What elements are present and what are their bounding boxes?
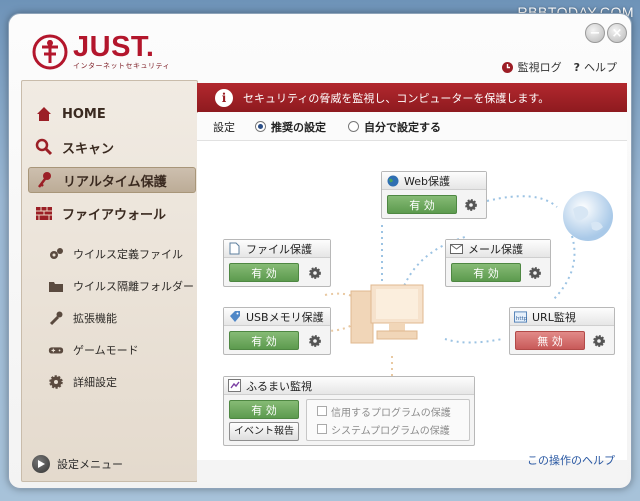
sidebar-subitem-label: ウイルス定義ファイル <box>73 248 183 261</box>
settings-menu-button[interactable]: 設定メニュー <box>32 455 123 473</box>
status-banner: i セキュリティの脅威を監視し、コンピューターを保護します。 <box>197 83 627 112</box>
usb-protection-panel: USBメモリ保護 有 効 <box>223 307 331 355</box>
behavior-monitor-panel: ふるまい監視 有 効 イベント報告 信用するプログラムの保護 システムプログラム… <box>223 376 475 446</box>
play-icon <box>32 455 50 473</box>
panel-title: メール保護 <box>468 242 523 256</box>
info-icon: i <box>215 88 233 107</box>
app-window: − × JUST. インターネットセキュリティ 監視ログ ? ヘルプ <box>8 13 632 489</box>
sidebar-item-label: ファイアウォール <box>62 207 167 223</box>
web-protection-toggle[interactable]: 有 効 <box>387 195 457 214</box>
panel-title: ふるまい監視 <box>246 379 312 393</box>
sidebar-item-realtime[interactable]: リアルタイム保護 <box>28 167 196 193</box>
clock-icon <box>501 61 513 73</box>
checkbox <box>317 424 327 434</box>
just-crest-icon <box>32 34 68 69</box>
footer-bar: この操作のヘルプ <box>197 454 627 484</box>
panel-title: Web保護 <box>404 174 450 188</box>
minimize-button[interactable]: − <box>585 23 605 43</box>
radio-button <box>348 121 359 132</box>
globe-icon <box>386 174 399 187</box>
help-label: ヘルプ <box>584 61 617 74</box>
sidebar-subitem-advanced[interactable]: 詳細設定 <box>48 371 196 393</box>
sidebar-item-label: HOME <box>62 106 106 122</box>
option-label: システムプログラムの保護 <box>331 425 450 437</box>
sidebar-subitem-label: ゲームモード <box>73 344 139 357</box>
settings-label: 設定 <box>213 120 235 134</box>
gear-icon[interactable] <box>308 334 322 348</box>
svg-text:http: http <box>516 315 527 321</box>
home-icon <box>34 104 54 124</box>
file-protection-toggle[interactable]: 有 効 <box>229 263 299 282</box>
panel-title: ファイル保護 <box>246 242 312 256</box>
behavior-monitor-toggle[interactable]: 有 効 <box>229 400 299 419</box>
gear-icon[interactable] <box>592 334 606 348</box>
globe-icon <box>563 191 613 241</box>
sidebar-subitem-quarantine[interactable]: ウイルス隔離フォルダー <box>48 275 196 297</box>
settings-menu-label: 設定メニュー <box>57 458 123 471</box>
logo-subtitle: インターネットセキュリティ <box>73 62 171 70</box>
sidebar-item-home[interactable]: HOME <box>28 101 196 127</box>
behavior-icon <box>228 379 241 392</box>
brick-wall-icon <box>34 203 54 223</box>
checkbox <box>317 406 327 416</box>
url-monitor-panel: http URL監視 無 効 <box>509 307 615 355</box>
document-icon <box>228 242 241 255</box>
sidebar-subitem-extensions[interactable]: 拡張機能 <box>48 307 196 329</box>
wrench-icon <box>48 310 64 326</box>
usb-protection-toggle[interactable]: 有 効 <box>229 331 299 350</box>
sidebar-item-scan[interactable]: スキャン <box>28 134 196 160</box>
settings-bar: 設定 推奨の設定 自分で設定する <box>197 113 627 141</box>
gears-icon <box>48 246 64 262</box>
gamepad-icon <box>48 342 64 358</box>
sidebar-item-label: リアルタイム保護 <box>63 174 167 190</box>
event-report-button[interactable]: イベント報告 <box>229 422 299 441</box>
sidebar-subitem-virus-definitions[interactable]: ウイルス定義ファイル <box>48 243 196 265</box>
sidebar-item-firewall[interactable]: ファイアウォール <box>28 200 196 226</box>
mail-protection-panel: メール保護 有 効 <box>445 239 551 287</box>
radio-recommended[interactable]: 推奨の設定 <box>255 119 326 135</box>
key-icon <box>35 170 55 190</box>
monitor-log-link[interactable]: 監視ログ <box>501 59 562 75</box>
usb-tag-icon <box>228 310 241 323</box>
magnifier-icon <box>34 137 54 157</box>
computer-icon <box>350 284 424 344</box>
sidebar-item-label: スキャン <box>62 141 115 157</box>
sidebar: HOME スキャン リアルタイム保護 ファイアウォール ウイルス定義ファイル <box>21 80 198 482</box>
radio-recommended-label: 推奨の設定 <box>271 120 326 134</box>
panel-title: USBメモリ保護 <box>246 310 324 324</box>
help-link[interactable]: ? ヘルプ <box>574 59 617 75</box>
option-label: 信用するプログラムの保護 <box>331 407 451 419</box>
gear-icon[interactable] <box>464 198 478 212</box>
radio-custom[interactable]: 自分で設定する <box>348 119 441 135</box>
gear-icon <box>48 374 64 390</box>
panel-title: URL監視 <box>532 310 576 324</box>
behavior-options: 信用するプログラムの保護 システムプログラムの保護 <box>306 399 470 441</box>
gear-icon[interactable] <box>528 266 542 280</box>
file-protection-panel: ファイル保護 有 効 <box>223 239 331 287</box>
banner-text: セキュリティの脅威を監視し、コンピューターを保護します。 <box>243 91 550 105</box>
question-icon: ? <box>573 60 580 74</box>
protection-diagram: Web保護 有 効 ファイル保護 有 効 メール保護 有 効 <box>197 141 627 460</box>
option-trusted-programs[interactable]: 信用するプログラムの保護 <box>307 402 469 420</box>
gear-icon[interactable] <box>308 266 322 280</box>
url-icon: http <box>514 310 527 323</box>
web-protection-panel: Web保護 有 効 <box>381 171 487 219</box>
option-system-programs[interactable]: システムプログラムの保護 <box>307 420 469 438</box>
operation-help-link[interactable]: この操作のヘルプ <box>527 454 615 467</box>
folder-icon <box>48 278 64 294</box>
radio-custom-label: 自分で設定する <box>364 120 441 134</box>
sidebar-subitem-game-mode[interactable]: ゲームモード <box>48 339 196 361</box>
sidebar-subitem-label: ウイルス隔離フォルダー <box>73 280 194 293</box>
sidebar-subitem-label: 詳細設定 <box>73 376 117 389</box>
sidebar-subitem-label: 拡張機能 <box>73 312 117 325</box>
close-button[interactable]: × <box>607 23 627 43</box>
app-logo: JUST. インターネットセキュリティ <box>31 32 170 71</box>
url-monitor-toggle[interactable]: 無 効 <box>515 331 585 350</box>
monitor-log-label: 監視ログ <box>517 61 562 74</box>
mail-protection-toggle[interactable]: 有 効 <box>451 263 521 282</box>
logo-name: JUST. <box>73 31 155 63</box>
radio-button-selected <box>255 121 266 132</box>
envelope-icon <box>450 242 463 255</box>
